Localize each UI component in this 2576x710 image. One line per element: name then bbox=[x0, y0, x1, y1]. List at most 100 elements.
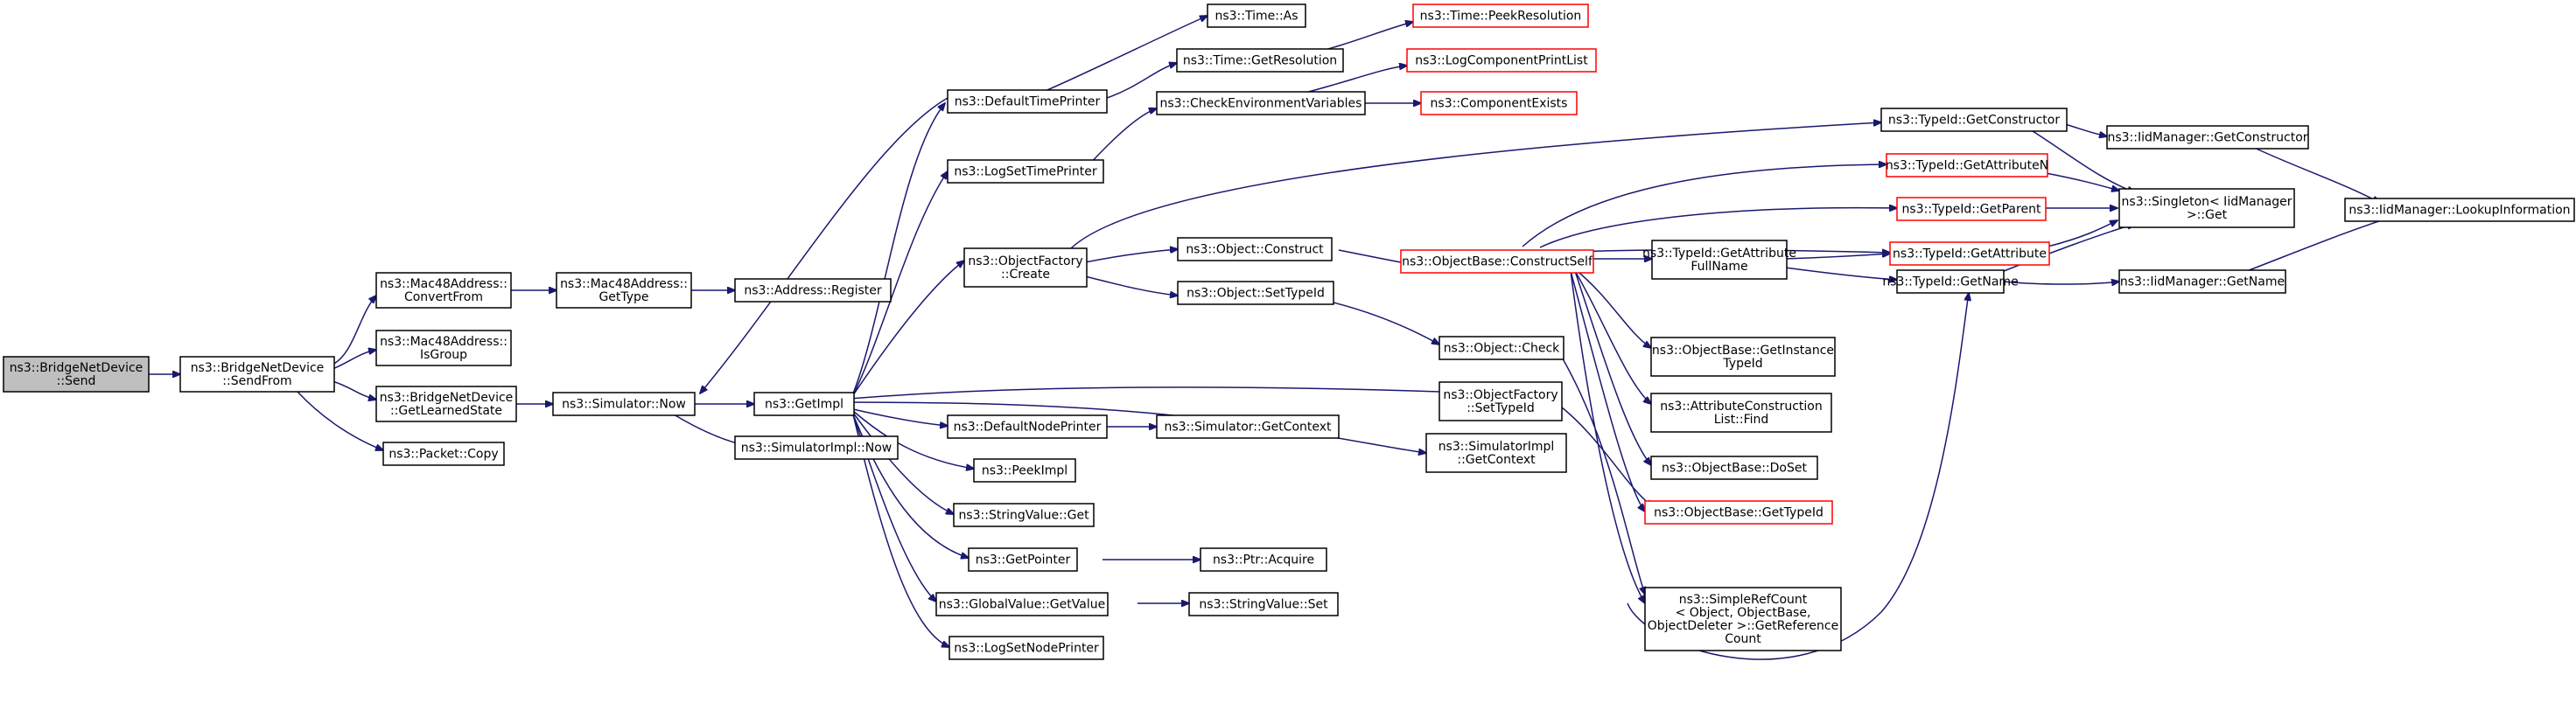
node-label: ns3::StringValue::Get bbox=[958, 509, 1089, 523]
edge-getimpl-peekimpl bbox=[852, 410, 974, 469]
edge-logsettimeprinter-checkenv bbox=[1088, 108, 1157, 165]
node-sim-now[interactable]: ns3::Simulator::Now bbox=[552, 392, 696, 416]
node-log-comp-print-list[interactable]: ns3::LogComponentPrintList bbox=[1406, 48, 1597, 73]
node-label: ns3::GlobalValue::GetValue bbox=[939, 598, 1105, 612]
edge-constructself-attrfind bbox=[1574, 270, 1651, 404]
node-mac-gettype[interactable]: ns3::Mac48Address::GetType bbox=[556, 272, 692, 309]
node-bridge-getlearned[interactable]: ns3::BridgeNetDevice::GetLearnedState bbox=[375, 386, 517, 422]
node-label: ns3::IidManager::GetName bbox=[2120, 275, 2285, 289]
node-iidmanager-lookupinfo[interactable]: ns3::IidManager::LookupInformation bbox=[2344, 198, 2575, 222]
node-box bbox=[1207, 3, 1306, 28]
node-getimpl[interactable]: ns3::GetImpl bbox=[753, 392, 855, 416]
node-objfactory-create[interactable]: ns3::ObjectFactory::Create bbox=[963, 247, 1088, 288]
node-label: ns3::LogSetTimePrinter bbox=[954, 165, 1097, 179]
node-typeid-getattribute[interactable]: ns3::TypeId::GetAttribute bbox=[1889, 241, 2050, 266]
node-label: ::GetLearnedState bbox=[390, 404, 502, 418]
node-mac-convertfrom[interactable]: ns3::Mac48Address::ConvertFrom bbox=[375, 272, 512, 309]
node-label: ns3::TypeId::GetAttributeN bbox=[1886, 159, 2048, 173]
node-box bbox=[1889, 241, 2050, 266]
node-singleton-get[interactable]: ns3::Singleton< IidManager >::Get bbox=[2118, 188, 2295, 228]
edge-sendfrom-packetcopy bbox=[297, 391, 383, 450]
node-label: ns3::ObjectBase::GetTypeId bbox=[1654, 506, 1824, 520]
edge-getattribute-singleton bbox=[2047, 220, 2118, 247]
node-iidmanager-getname[interactable]: ns3::IidManager::GetName bbox=[2118, 269, 2286, 294]
node-label: ns3::Mac48Address:: bbox=[380, 277, 508, 291]
node-box bbox=[1880, 108, 2068, 132]
node-default-node-printer[interactable]: ns3::DefaultNodePrinter bbox=[947, 414, 1108, 439]
edge-objfactorycreate-settypeid bbox=[1084, 275, 1178, 296]
node-sim-getcontext[interactable]: ns3::Simulator::GetContext bbox=[1156, 414, 1340, 439]
node-label: ns3::Ptr::Acquire bbox=[1213, 553, 1314, 567]
node-box bbox=[1886, 153, 2048, 178]
node-object-construct[interactable]: ns3::Object::Construct bbox=[1177, 237, 1333, 261]
edge-getimpl-defaulttimeprinter bbox=[852, 103, 945, 394]
node-label: ns3::ObjectBase::GetInstance bbox=[1652, 344, 1834, 358]
node-box bbox=[963, 247, 1088, 288]
node-time-getresolution[interactable]: ns3::Time::GetResolution bbox=[1176, 48, 1344, 73]
node-label: ObjectDeleter >::GetReference bbox=[1648, 619, 1838, 633]
node-object-settypeid[interactable]: ns3::Object::SetTypeId bbox=[1177, 281, 1334, 305]
node-send[interactable]: ns3::BridgeNetDevice::Send bbox=[3, 356, 150, 393]
node-peekimpl[interactable]: ns3::PeekImpl bbox=[973, 458, 1076, 483]
node-objbase-gettypeid[interactable]: ns3::ObjectBase::GetTypeId bbox=[1644, 500, 1833, 525]
edge-constructself-gettypeid bbox=[1570, 270, 1645, 512]
node-globalvalue-getvalue[interactable]: ns3::GlobalValue::GetValue bbox=[935, 592, 1109, 616]
node-box bbox=[948, 636, 1104, 660]
node-label: ns3::DefaultTimePrinter bbox=[955, 95, 1101, 109]
node-label: GetType bbox=[598, 290, 648, 304]
node-objbase-constructself[interactable]: ns3::ObjectBase::ConstructSelf bbox=[1400, 249, 1594, 274]
node-object-check[interactable]: ns3::Object::Check bbox=[1438, 336, 1564, 360]
node-typeid-getparent[interactable]: ns3::TypeId::GetParent bbox=[1896, 197, 2047, 221]
node-label: ns3::Address::Register bbox=[744, 284, 882, 298]
edge-getconstructor-iidmgrgetconstructor bbox=[2064, 123, 2107, 136]
node-sendfrom[interactable]: ns3::BridgeNetDevice::SendFrom bbox=[179, 356, 335, 393]
node-simimpl-now[interactable]: ns3::SimulatorImpl::Now bbox=[734, 435, 899, 460]
node-label: ns3::StringValue::Set bbox=[1199, 598, 1328, 612]
node-simplerefcount[interactable]: ns3::SimpleRefCount< Object, ObjectBase,… bbox=[1644, 587, 1842, 651]
node-time-peekres[interactable]: ns3::Time::PeekResolution bbox=[1412, 3, 1589, 28]
node-iidmanager-getconstructor[interactable]: ns3::IidManager::GetConstructor bbox=[2106, 125, 2309, 150]
edge-getattrfullname-getattribute bbox=[1784, 254, 1890, 260]
node-stringvalue-set[interactable]: ns3::StringValue::Set bbox=[1188, 592, 1339, 616]
node-box bbox=[3, 356, 150, 393]
node-box bbox=[1156, 91, 1366, 115]
node-typeid-getname[interactable]: ns3::TypeId::GetName bbox=[1882, 269, 2019, 294]
node-box bbox=[2118, 269, 2286, 294]
node-box bbox=[1651, 240, 1788, 280]
edge-getimpl-stringvalueget bbox=[852, 412, 954, 514]
node-typeid-getattributen[interactable]: ns3::TypeId::GetAttributeN bbox=[1886, 153, 2048, 178]
node-label: ns3::SimulatorImpl::Now bbox=[741, 442, 892, 456]
edge-getcontext-getimpl bbox=[830, 402, 1182, 417]
node-log-set-time-printer[interactable]: ns3::LogSetTimePrinter bbox=[947, 159, 1104, 184]
edge-sendfrom-getlearned bbox=[332, 380, 376, 400]
call-edges bbox=[149, 16, 2398, 660]
node-box bbox=[375, 330, 512, 366]
node-check-env-vars[interactable]: ns3::CheckEnvironmentVariables bbox=[1156, 91, 1366, 115]
node-typeid-getconstructor[interactable]: ns3::TypeId::GetConstructor bbox=[1880, 108, 2068, 132]
edge-constructself-getinstancetypeid bbox=[1574, 268, 1651, 348]
node-mac-isgroup[interactable]: ns3::Mac48Address::IsGroup bbox=[375, 330, 512, 366]
node-label: ::GetContext bbox=[1457, 453, 1536, 467]
node-address-register[interactable]: ns3::Address::Register bbox=[734, 278, 892, 303]
node-packet-copy[interactable]: ns3::Packet::Copy bbox=[382, 442, 505, 466]
node-default-time-printer[interactable]: ns3::DefaultTimePrinter bbox=[947, 89, 1108, 114]
node-objbase-doset[interactable]: ns3::ObjectBase::DoSet bbox=[1650, 456, 1818, 480]
edge-getname-iidmgrgetname bbox=[2003, 282, 2119, 284]
node-getpointer[interactable]: ns3::GetPointer bbox=[968, 547, 1078, 572]
node-label: ns3::ObjectFactory bbox=[968, 254, 1082, 268]
node-stringvalue-get[interactable]: ns3::StringValue::Get bbox=[953, 503, 1095, 527]
node-box bbox=[947, 159, 1104, 184]
node-time-as[interactable]: ns3::Time::As bbox=[1207, 3, 1306, 28]
node-simimpl-getcontext[interactable]: ns3::SimulatorImpl::GetContext bbox=[1425, 433, 1567, 473]
node-component-exists[interactable]: ns3::ComponentExists bbox=[1420, 91, 1578, 115]
node-label: ns3::Simulator::Now bbox=[562, 398, 686, 412]
node-label: ns3::CheckEnvironmentVariables bbox=[1160, 97, 1362, 111]
node-ptr-acquire[interactable]: ns3::Ptr::Acquire bbox=[1200, 547, 1327, 572]
edge-constructself-simplerefcount bbox=[1570, 270, 1645, 603]
node-objfactory-settypeid[interactable]: ns3::ObjectFactory::SetTypeId bbox=[1438, 381, 1563, 421]
node-label: ns3::Object::SetTypeId bbox=[1186, 287, 1325, 301]
node-log-set-node-printer[interactable]: ns3::LogSetNodePrinter bbox=[948, 636, 1104, 660]
